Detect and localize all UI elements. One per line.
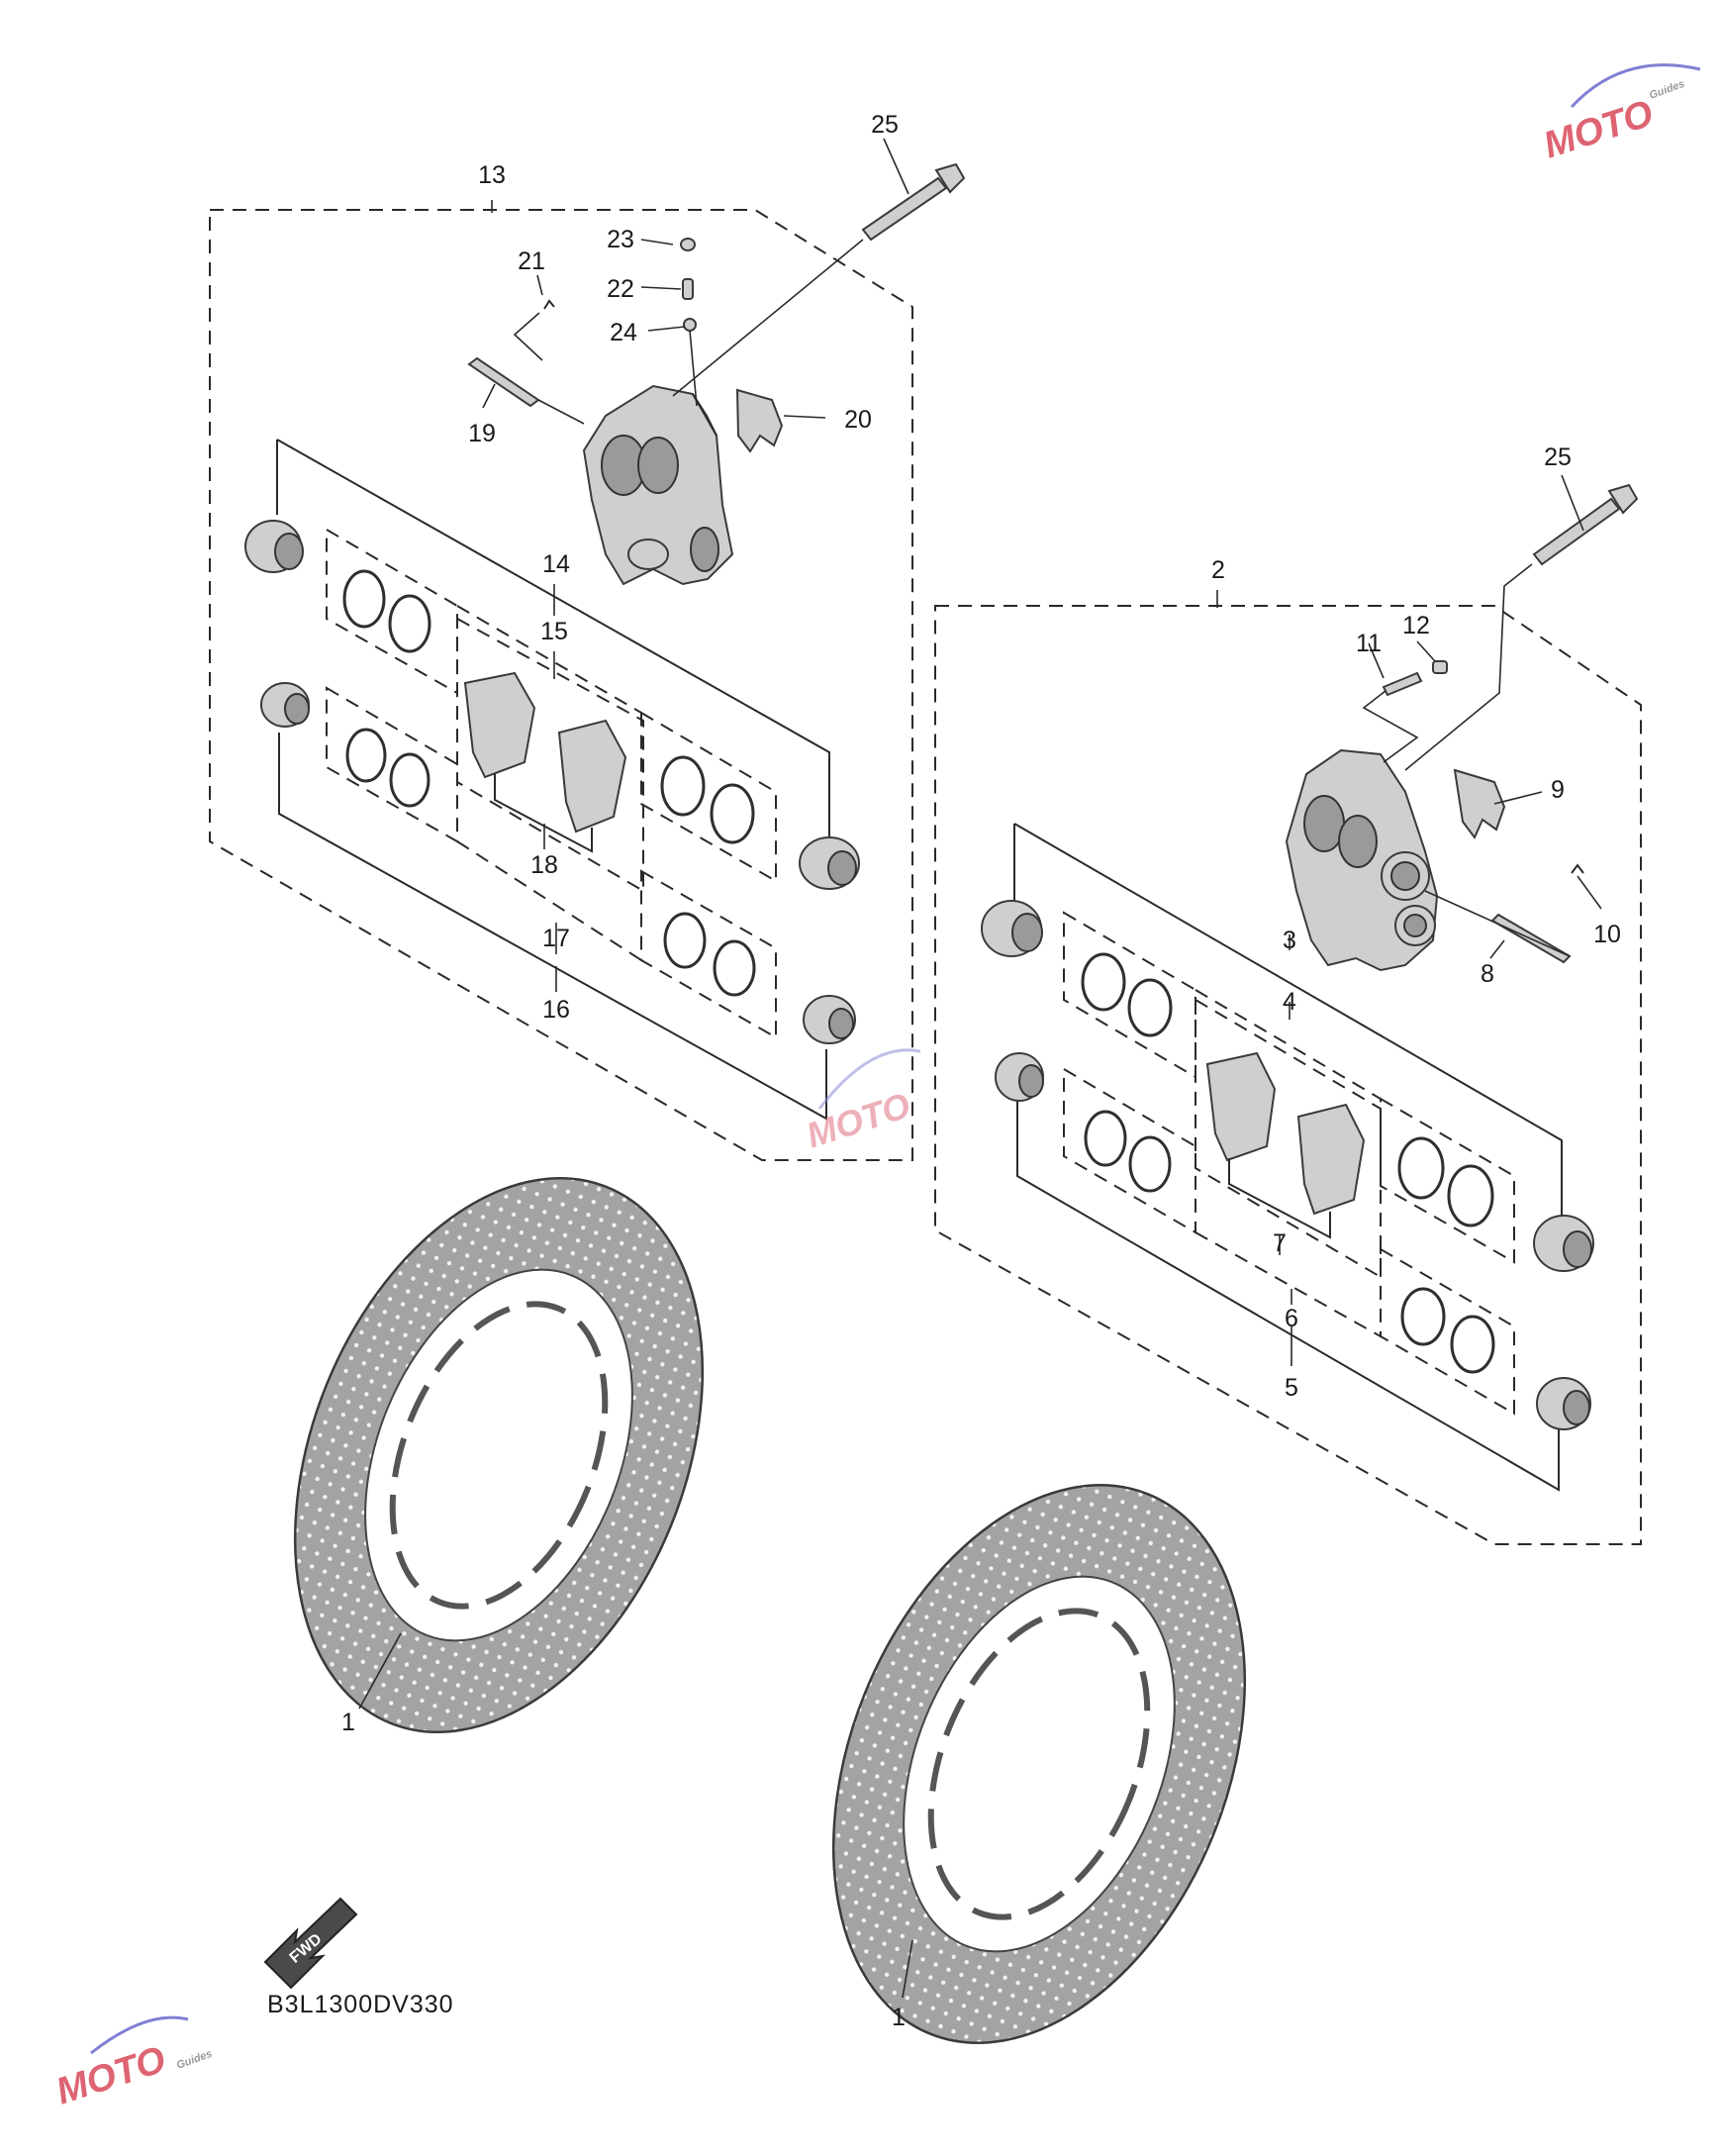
- callout-1-right: 1: [892, 2004, 906, 2031]
- diagram-code: B3L1300DV330: [267, 1991, 454, 2018]
- callout-19: 19: [468, 420, 496, 447]
- left-pad-spring: [735, 388, 784, 453]
- callout-7: 7: [1273, 1229, 1287, 1257]
- leader-lines: [358, 138, 1602, 1999]
- callout-11: 11: [1356, 630, 1382, 657]
- fwd-arrow-icon: FWD: [263, 1897, 358, 1990]
- callout-25-left: 25: [871, 111, 899, 139]
- callout-22: 22: [607, 275, 634, 303]
- brake-disc-left: [293, 1177, 705, 1733]
- callout-12: 12: [1402, 612, 1430, 639]
- callout-14: 14: [542, 550, 570, 578]
- callout-10: 10: [1593, 921, 1621, 948]
- callout-16: 16: [542, 996, 570, 1024]
- callout-6: 6: [1285, 1305, 1298, 1332]
- right-bracket-upper: [1013, 823, 1563, 1218]
- callout-18: 18: [530, 851, 558, 879]
- left-assembly-dash-outline: [209, 209, 913, 1161]
- left-bracket-upper: [276, 439, 830, 836]
- watermark-subtext-bottom: Guides: [175, 2048, 214, 2072]
- callout-3: 3: [1283, 927, 1296, 954]
- callout-2: 2: [1211, 556, 1225, 584]
- brake-disc-right: [831, 1484, 1247, 2044]
- callout-9: 9: [1551, 776, 1565, 804]
- watermark-top-right: MOTO Guides: [1539, 63, 1701, 167]
- callout-21: 21: [518, 247, 545, 275]
- callout-8: 8: [1481, 960, 1494, 988]
- watermark-text: MOTO: [1539, 93, 1659, 167]
- left-caliper-body: [582, 384, 734, 586]
- right-caliper-assembly: [934, 483, 1642, 1545]
- callout-5: 5: [1285, 1374, 1298, 1402]
- callout-17: 17: [542, 925, 570, 952]
- watermark-subtext: Guides: [1648, 78, 1686, 102]
- right-caliper-body: [1285, 748, 1439, 972]
- right-pad-spring: [1453, 768, 1506, 839]
- callout-23: 23: [607, 226, 634, 253]
- left-caliper-assembly: [209, 162, 966, 1161]
- callout-1-left: 1: [341, 1709, 355, 1736]
- left-seal-kits: [326, 528, 777, 1039]
- right-brake-pads: [1195, 998, 1382, 1279]
- right-assembly-dash-outline: [934, 605, 1642, 1545]
- callout-24: 24: [610, 319, 637, 346]
- right-pin-parts: [1362, 660, 1584, 964]
- watermark-text-bottom: MOTO: [51, 2039, 171, 2113]
- left-mounting-bolt: [672, 162, 966, 397]
- callout-4: 4: [1283, 988, 1296, 1016]
- right-piston-sleeve: [981, 900, 1594, 1430]
- right-mounting-bolt: [1404, 483, 1639, 771]
- left-brake-pads: [456, 617, 644, 893]
- right-bracket-lower: [1016, 1091, 1560, 1492]
- watermark-middle: MOTO: [802, 1048, 921, 1156]
- right-seal-kits: [1063, 911, 1515, 1416]
- callout-25-right: 25: [1544, 443, 1572, 471]
- left-pad-pin: [467, 299, 585, 425]
- left-bracket-lower: [278, 733, 827, 1121]
- callout-20: 20: [844, 406, 872, 434]
- watermark-text-middle: MOTO: [802, 1084, 915, 1155]
- left-bleeder-parts: [680, 238, 698, 407]
- callout-15: 15: [540, 618, 568, 645]
- callout-13: 13: [478, 161, 506, 189]
- watermark-bottom-left: MOTO Guides: [51, 2015, 214, 2113]
- callout-labels: 25 13 23 21 22 24 20 19 25 14 2 15 12 11…: [341, 111, 1621, 2031]
- left-piston-sleeve: [244, 520, 860, 1044]
